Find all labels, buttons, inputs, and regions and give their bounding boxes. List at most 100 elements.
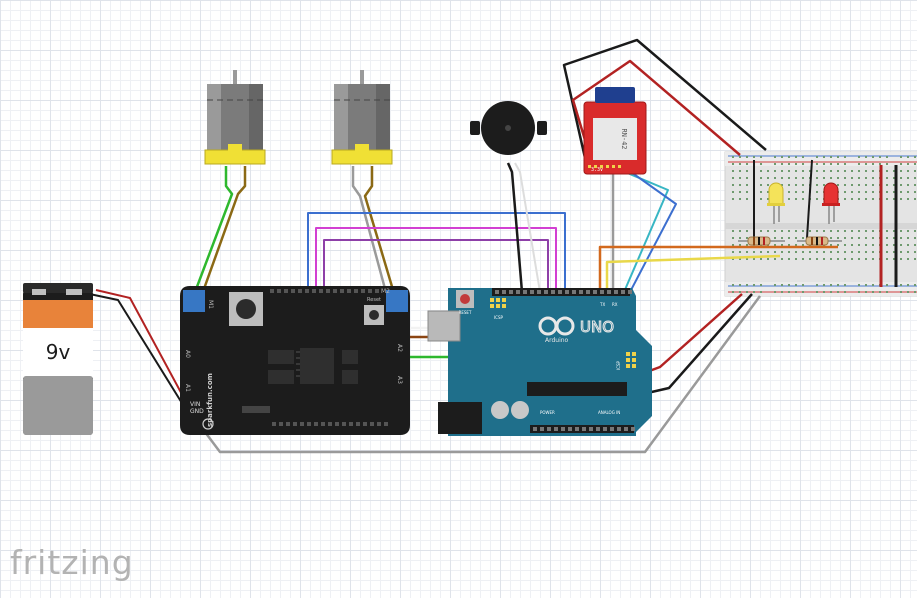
bluetooth-module[interactable]: RN-42 3.3V [583, 87, 647, 175]
magenta-signal-wire[interactable] [315, 227, 557, 292]
driver-a0-label: A0 [184, 350, 191, 358]
bluetooth-black-wire[interactable] [562, 38, 767, 159]
breadboard-hole [732, 251, 734, 253]
header-pin [509, 290, 513, 294]
buzzer-black-wire[interactable] [506, 162, 524, 293]
header-pin [586, 290, 590, 294]
breadboard-hole [886, 184, 888, 186]
icsp2-header [626, 352, 636, 368]
breadboard-hole [907, 237, 909, 239]
breadboard-hole [767, 191, 769, 193]
breadboard-hole [837, 163, 839, 165]
breadboard-hole [816, 191, 818, 193]
bluetooth-blue-wire[interactable] [629, 171, 677, 293]
resistor-2[interactable] [797, 236, 842, 246]
breadboard-hole [851, 251, 853, 253]
dc-power-jack[interactable] [438, 402, 482, 434]
breadboard-hole [900, 177, 902, 179]
breadboard-hole [732, 284, 734, 286]
breadboard-hole [886, 258, 888, 260]
breadboard-hole [774, 170, 776, 172]
dc-motor-2[interactable] [331, 70, 393, 165]
header-pin [610, 427, 614, 431]
arduino-model: UNO [580, 318, 614, 336]
icsp-label: ICSP [494, 315, 504, 320]
usb-port[interactable] [427, 310, 461, 342]
motor2-brown-wire[interactable] [363, 166, 398, 301]
header-pin [579, 290, 583, 294]
breadboard[interactable] [724, 151, 917, 297]
breadboard-hole [872, 251, 874, 253]
breadboard-hole [858, 291, 860, 293]
icsp-pin [490, 298, 494, 302]
breadboard-hole [865, 230, 867, 232]
breadboard-hole [893, 230, 895, 232]
fritzing-watermark: fritzing [10, 543, 134, 582]
breadboard-hole [788, 237, 790, 239]
driver-vin-label: VIN [190, 401, 200, 408]
breadboard-hole [844, 251, 846, 253]
breadboard-hole [858, 163, 860, 165]
breadboard-hole [865, 258, 867, 260]
breadboard-hole [858, 244, 860, 246]
breadboard-hole [872, 163, 874, 165]
breadboard-hole [795, 291, 797, 293]
motor1-brown-wire[interactable] [198, 166, 247, 301]
arduino-analog-header[interactable] [530, 425, 635, 433]
header-pin [300, 422, 304, 426]
breadboard-hole [823, 284, 825, 286]
breadboard-hole [746, 230, 748, 232]
motor2-gray-wire[interactable] [351, 166, 390, 301]
battery-9v[interactable]: 9v [23, 283, 93, 435]
breadboard-hole [732, 177, 734, 179]
header-pin [356, 422, 360, 426]
header-pin [368, 289, 372, 293]
breadboard-hole [739, 184, 741, 186]
icsp-pin [496, 298, 500, 302]
buzzer-white-wire[interactable] [514, 162, 541, 293]
breadboard-hole [816, 156, 818, 158]
breadboard-hole [767, 170, 769, 172]
breadboard-hole [872, 170, 874, 172]
breadboard-hole [914, 230, 916, 232]
red-led[interactable] [822, 182, 840, 224]
breadboard-hole [893, 258, 895, 260]
blue-signal-wire[interactable] [307, 212, 566, 292]
orange-led-wire[interactable] [598, 245, 838, 292]
led-ground-wire-2[interactable] [806, 159, 813, 239]
breadboard-hole [823, 184, 825, 186]
header-pin [530, 290, 534, 294]
arduino-uno[interactable]: RESET ICSP UNO Arduino ICSP POWER ANALOG… [427, 288, 652, 436]
breadboard-hole [746, 156, 748, 158]
driver-m2-label: M2 [381, 288, 390, 295]
bluetooth-red-wire[interactable] [571, 59, 741, 161]
breadboard-hole [795, 251, 797, 253]
motor-driver-shield[interactable]: Reset M1 M2 A0 A1 A2 A3 VIN GND sparkfun… [180, 286, 410, 435]
breadboard-hole [844, 191, 846, 193]
breadboard-hole [837, 177, 839, 179]
sparkfun-logo-icon [202, 418, 214, 430]
breadboard-hole [830, 258, 832, 260]
breadboard-hole [767, 230, 769, 232]
breadboard-hole [788, 251, 790, 253]
header-pin [314, 422, 318, 426]
battery-red-wire[interactable] [95, 289, 186, 401]
yellow-led-wire[interactable] [605, 254, 781, 292]
breadboard-hole [851, 184, 853, 186]
breadboard-hole [732, 156, 734, 158]
breadboard-hole [816, 198, 818, 200]
battery-black-wire[interactable] [79, 291, 186, 409]
breadboard-hole [760, 230, 762, 232]
motor1-green-wire[interactable] [190, 166, 234, 301]
purple-signal-wire[interactable] [323, 239, 549, 292]
header-pin [321, 422, 325, 426]
breadboard-hole [774, 163, 776, 165]
breadboard-hole [907, 291, 909, 293]
breadboard-hole [739, 258, 741, 260]
resistor-1[interactable] [738, 236, 785, 246]
yellow-led[interactable] [767, 182, 785, 224]
dc-motor-1[interactable] [204, 70, 266, 165]
piezo-buzzer[interactable] [470, 101, 547, 155]
arduino-digital-header[interactable] [492, 288, 632, 296]
breadboard-hole [830, 237, 832, 239]
